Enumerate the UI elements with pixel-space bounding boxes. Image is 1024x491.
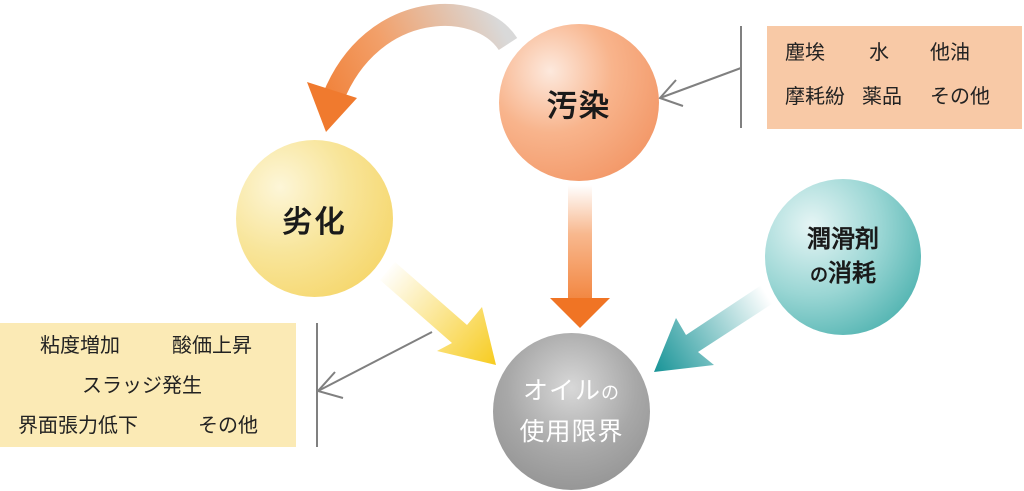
deterioration-item: 粘度増加 [40, 333, 120, 357]
node-limit-line2: 使用限界 [519, 417, 624, 446]
arrow-consumption-to-limit [654, 282, 778, 372]
deterioration-item: 酸価上昇 [172, 333, 252, 357]
contaminant-item: 水 [869, 40, 889, 64]
node-lubricant-consumption: 潤滑剤 の消耗 [765, 179, 921, 335]
contaminant-item: 塵埃 [785, 40, 825, 64]
curved-arrow-pollution-to-degradation [322, 3, 518, 103]
node-degradation: 劣化 [236, 140, 393, 297]
arrow-degradation-to-limit [380, 262, 496, 365]
contaminant-item: 摩耗紛 [785, 84, 845, 108]
node-pollution-label: 汚染 [547, 88, 611, 124]
deterioration-effects-box: 粘度増加 酸価上昇 スラッジ発生 界面張力低下 その他 [0, 323, 296, 447]
contaminant-item: その他 [930, 84, 990, 108]
deterioration-item: 界面張力低下 [18, 413, 138, 437]
arrow-pollution-to-limit-head [550, 298, 610, 328]
contaminants-pointer-head [658, 79, 684, 107]
node-consumption-line1: 潤滑剤 [807, 223, 879, 253]
curved-arrow-head [307, 82, 357, 132]
node-degradation-label: 劣化 [282, 204, 347, 240]
node-consumption-line2: の消耗 [810, 256, 876, 293]
deterioration-pointer-head [316, 371, 344, 399]
deterioration-item: スラッジ発生 [82, 373, 202, 397]
contaminants-box: 塵埃 水 他油 摩耗紛 薬品 その他 [767, 26, 1022, 129]
node-limit-line1: オイルの [523, 372, 620, 413]
node-limit-oil: オイル [522, 376, 601, 405]
contaminants-pointer-shaft [659, 67, 742, 99]
contaminant-item: 他油 [930, 40, 970, 64]
deterioration-pointer-shaft [317, 331, 433, 392]
node-consumption-word: 消耗 [828, 257, 876, 287]
contaminant-item: 薬品 [862, 84, 902, 108]
node-oil-usage-limit: オイルの 使用限界 [493, 333, 650, 490]
deterioration-item: その他 [198, 413, 258, 437]
node-limit-particle: の [601, 383, 620, 404]
arrow-pollution-to-limit-shaft [568, 185, 592, 298]
node-consumption-particle: の [810, 264, 828, 286]
node-pollution: 汚染 [499, 24, 659, 181]
